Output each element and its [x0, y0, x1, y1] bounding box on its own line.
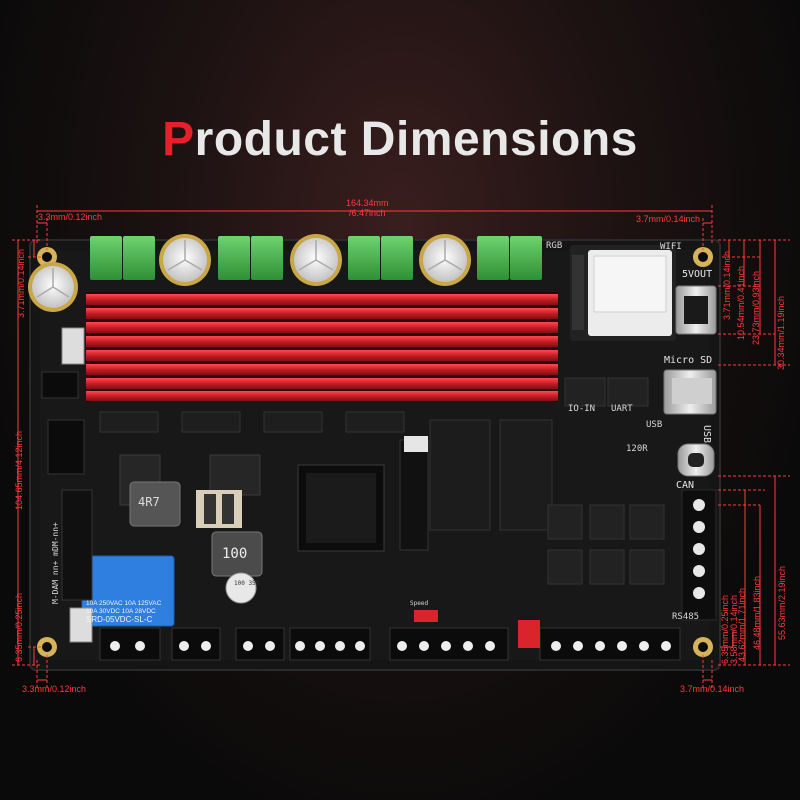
left-height-dim: 104.65mm/4.12inch [14, 430, 24, 510]
micro-sd-label: Micro SD [664, 355, 713, 366]
cap-value-label: 100 35V [234, 580, 260, 587]
left-top-hole-dim: 3.71mm/0.14inch [16, 248, 26, 318]
speed-label: Speed [410, 600, 429, 607]
5vout-label: 5VOUT [682, 269, 713, 280]
title-first-letter: P [162, 113, 195, 166]
relay-rating-2: 10A 30VDC 10A 28VDC [86, 608, 156, 615]
capacitors [28, 234, 471, 312]
right-dim-7: 43.62mm/1.71inch [737, 587, 747, 662]
chip-100-label: 100 [222, 546, 248, 562]
usb-label: USB [701, 425, 712, 444]
can-label: CAN [676, 480, 695, 491]
relay-rating-1: 10A 250VAC 10A 125VAC [86, 600, 162, 607]
io-in-label: IO-IN [568, 404, 596, 414]
uart-label: UART [611, 404, 633, 414]
heatsink [86, 292, 558, 402]
wifi-module [570, 245, 676, 341]
power-resistor [196, 490, 242, 528]
right-dim-3: 23.73mm/0.93inch [751, 270, 761, 345]
right-dim-4: 30.34mm/1.19inch [776, 295, 786, 370]
right-dim-8: 46.48mm/1.83inch [752, 575, 762, 650]
mounting-holes [37, 247, 713, 657]
page-title: Product Dimensions [0, 112, 800, 167]
total-width-mm: 164.34mm [346, 198, 389, 208]
top-right-offset: 3.7mm/0.14inch [636, 214, 701, 224]
left-connectors [41, 327, 93, 643]
driver-chips [99, 377, 665, 585]
jumper-pair [518, 620, 540, 648]
boot-header [404, 436, 428, 452]
right-dim-9: 55.63mm/2.19inch [777, 565, 787, 640]
dimension-lines [12, 205, 790, 690]
120r-label: 120R [626, 444, 648, 454]
left-header-label: M-DAM nn+ mDM-nn+ [51, 522, 60, 604]
speed-jumper [414, 610, 438, 622]
chip-4r7-label: 4R7 [138, 495, 160, 509]
mcu-chip [297, 464, 385, 552]
rgb-label: RGB [546, 241, 563, 251]
bottom-right-offset: 3.7mm/0.14inch [680, 684, 745, 694]
inductor-4r7 [129, 481, 181, 527]
can-terminal-column [681, 489, 717, 621]
motor-terminal-blocks [90, 236, 542, 280]
total-width-inch: /6.47inch [349, 208, 386, 218]
title-rest: roduct Dimensions [194, 113, 638, 166]
relay-model: SRD-05VDC-SL-C [86, 615, 153, 624]
right-dim-1: 3.71mm/0.14inch [722, 250, 732, 320]
bottom-left-offset: 3.3mm/0.12inch [22, 684, 87, 694]
wifi-label: WIFI [660, 242, 682, 252]
left-lower-dim: 6.35mm/0.25inch [14, 592, 24, 662]
small-electrolytic [225, 572, 257, 604]
rs485-label: RS485 [672, 612, 700, 622]
bottom-terminal-row [99, 627, 681, 661]
usb-small-label: USB [646, 420, 663, 430]
top-left-offset: 3.3mm/0.12inch [38, 212, 103, 222]
right-dim-2: 10.54mm/0.41inch [736, 265, 746, 340]
